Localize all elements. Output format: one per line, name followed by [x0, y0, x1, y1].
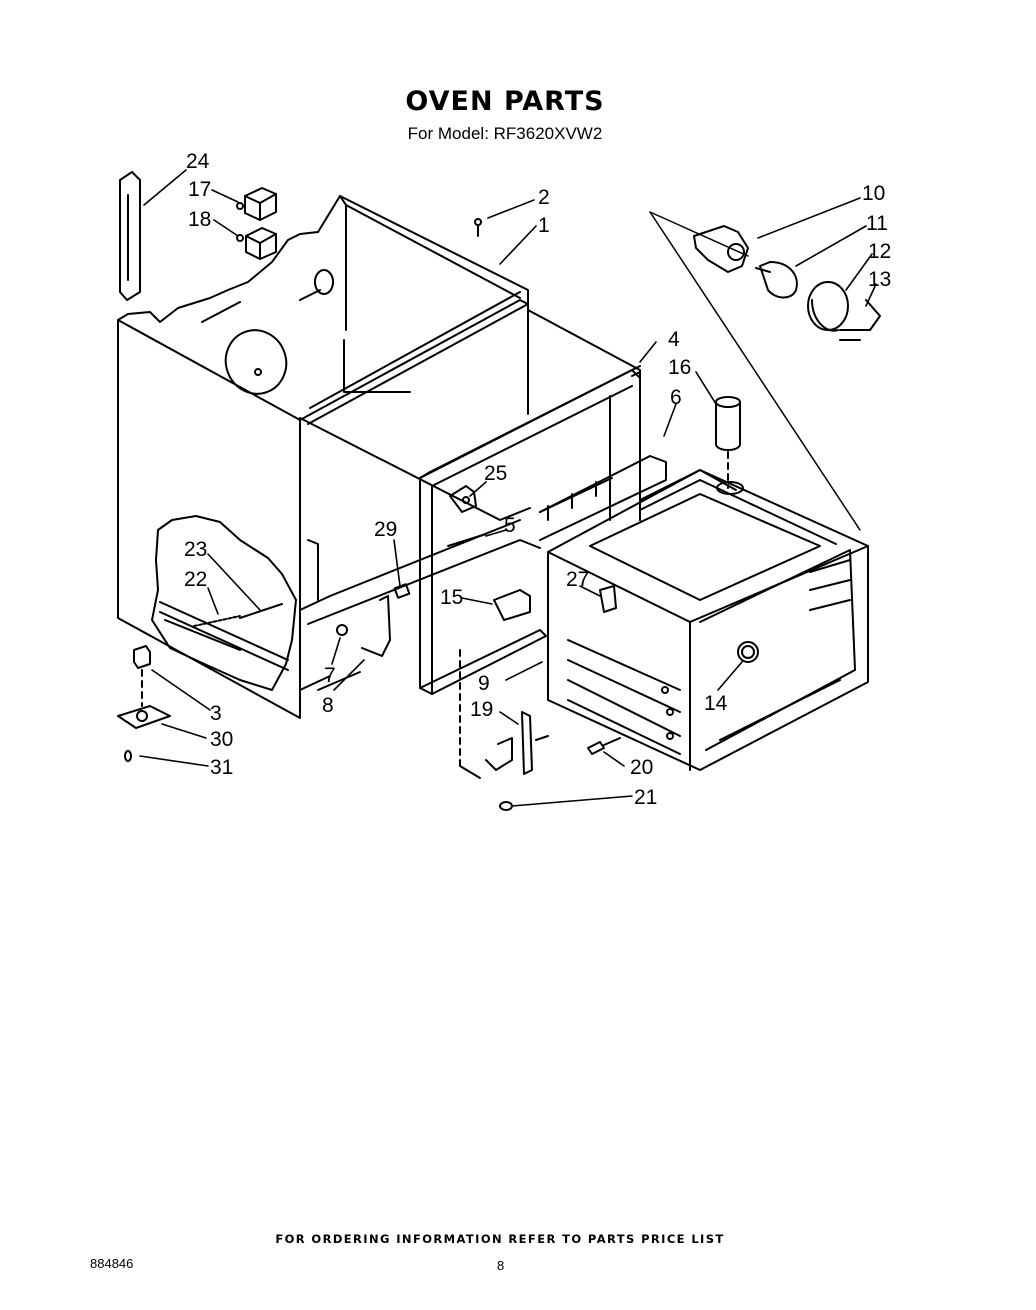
part-20-screw — [587, 737, 621, 755]
part-25-sensor — [449, 485, 477, 513]
callout-21: 21 — [634, 786, 657, 809]
part-2-screw — [474, 218, 482, 237]
part-10-light-socket — [693, 225, 749, 273]
oven-liner — [547, 469, 869, 771]
callout-29: 29 — [374, 518, 397, 541]
callout-22: 22 — [184, 568, 207, 591]
callout-8: 8 — [322, 694, 334, 717]
callout-15: 15 — [440, 586, 463, 609]
callout-24: 24 — [186, 150, 210, 173]
ordering-note: FOR ORDERING INFORMATION REFER TO PARTS … — [275, 1232, 725, 1246]
part-23-rod — [239, 603, 283, 619]
callout-5: 5 — [504, 514, 516, 537]
callout-2: 2 — [538, 186, 550, 209]
model-subtitle: For Model: RF3620XVW2 — [407, 124, 603, 143]
callout-14: 14 — [704, 692, 728, 715]
part-22-spring — [193, 615, 241, 627]
part-6-rack — [539, 455, 667, 541]
callout-3: 3 — [210, 702, 222, 725]
page-number: 8 — [497, 1258, 505, 1273]
leader-lines — [139, 169, 877, 807]
callout-18: 18 — [188, 208, 211, 231]
document-number: 884846 — [90, 1256, 134, 1271]
callout-12: 12 — [868, 240, 891, 263]
page-title: OVEN PARTS — [405, 86, 605, 117]
part-12-light-cover — [807, 281, 849, 332]
callout-31: 31 — [210, 756, 233, 779]
callout-1: 1 — [538, 214, 550, 237]
oven-front-frame — [419, 365, 641, 695]
callout-11: 11 — [866, 212, 888, 235]
callout-23: 23 — [184, 538, 207, 561]
callout-4: 4 — [668, 328, 680, 351]
part-21-washer — [499, 801, 513, 811]
callout-30: 30 — [210, 728, 233, 751]
callout-27: 27 — [566, 568, 589, 591]
part-4-bracket — [631, 371, 641, 411]
part-30-bracket — [117, 705, 171, 729]
callout-20: 20 — [630, 756, 653, 779]
callout-6: 6 — [670, 386, 682, 409]
part-3-leveling-leg — [133, 645, 151, 707]
part-11-light-bulb — [755, 261, 798, 299]
part-7-nut — [336, 624, 348, 636]
part-8-bracket — [361, 595, 391, 657]
callout-13: 13 — [868, 268, 891, 291]
oven-cabinet — [117, 195, 641, 719]
part-19-hinge — [459, 649, 549, 779]
callout-17: 17 — [188, 178, 211, 201]
callout-19: 19 — [470, 698, 493, 721]
callout-9: 9 — [478, 672, 490, 695]
part-16-vent-tube — [715, 396, 741, 489]
callout-16: 16 — [668, 356, 691, 379]
part-13-wire-clip — [839, 299, 881, 341]
part-15-bracket — [493, 589, 531, 621]
callout-10: 10 — [862, 182, 885, 205]
part-27-bracket — [599, 585, 617, 613]
part-29-bushing — [393, 583, 411, 599]
callout-25: 25 — [484, 462, 507, 485]
part-18-block — [236, 227, 277, 260]
part-5-pin — [447, 533, 487, 547]
callout-labels: 24 17 18 2 1 10 11 12 13 4 16 6 25 5 29 … — [184, 150, 891, 809]
part-24-trim-strip — [119, 171, 141, 301]
part-31-screw — [124, 750, 132, 762]
part-14-knob — [741, 645, 755, 659]
callout-7: 7 — [324, 664, 336, 687]
part-17-block — [236, 187, 277, 221]
